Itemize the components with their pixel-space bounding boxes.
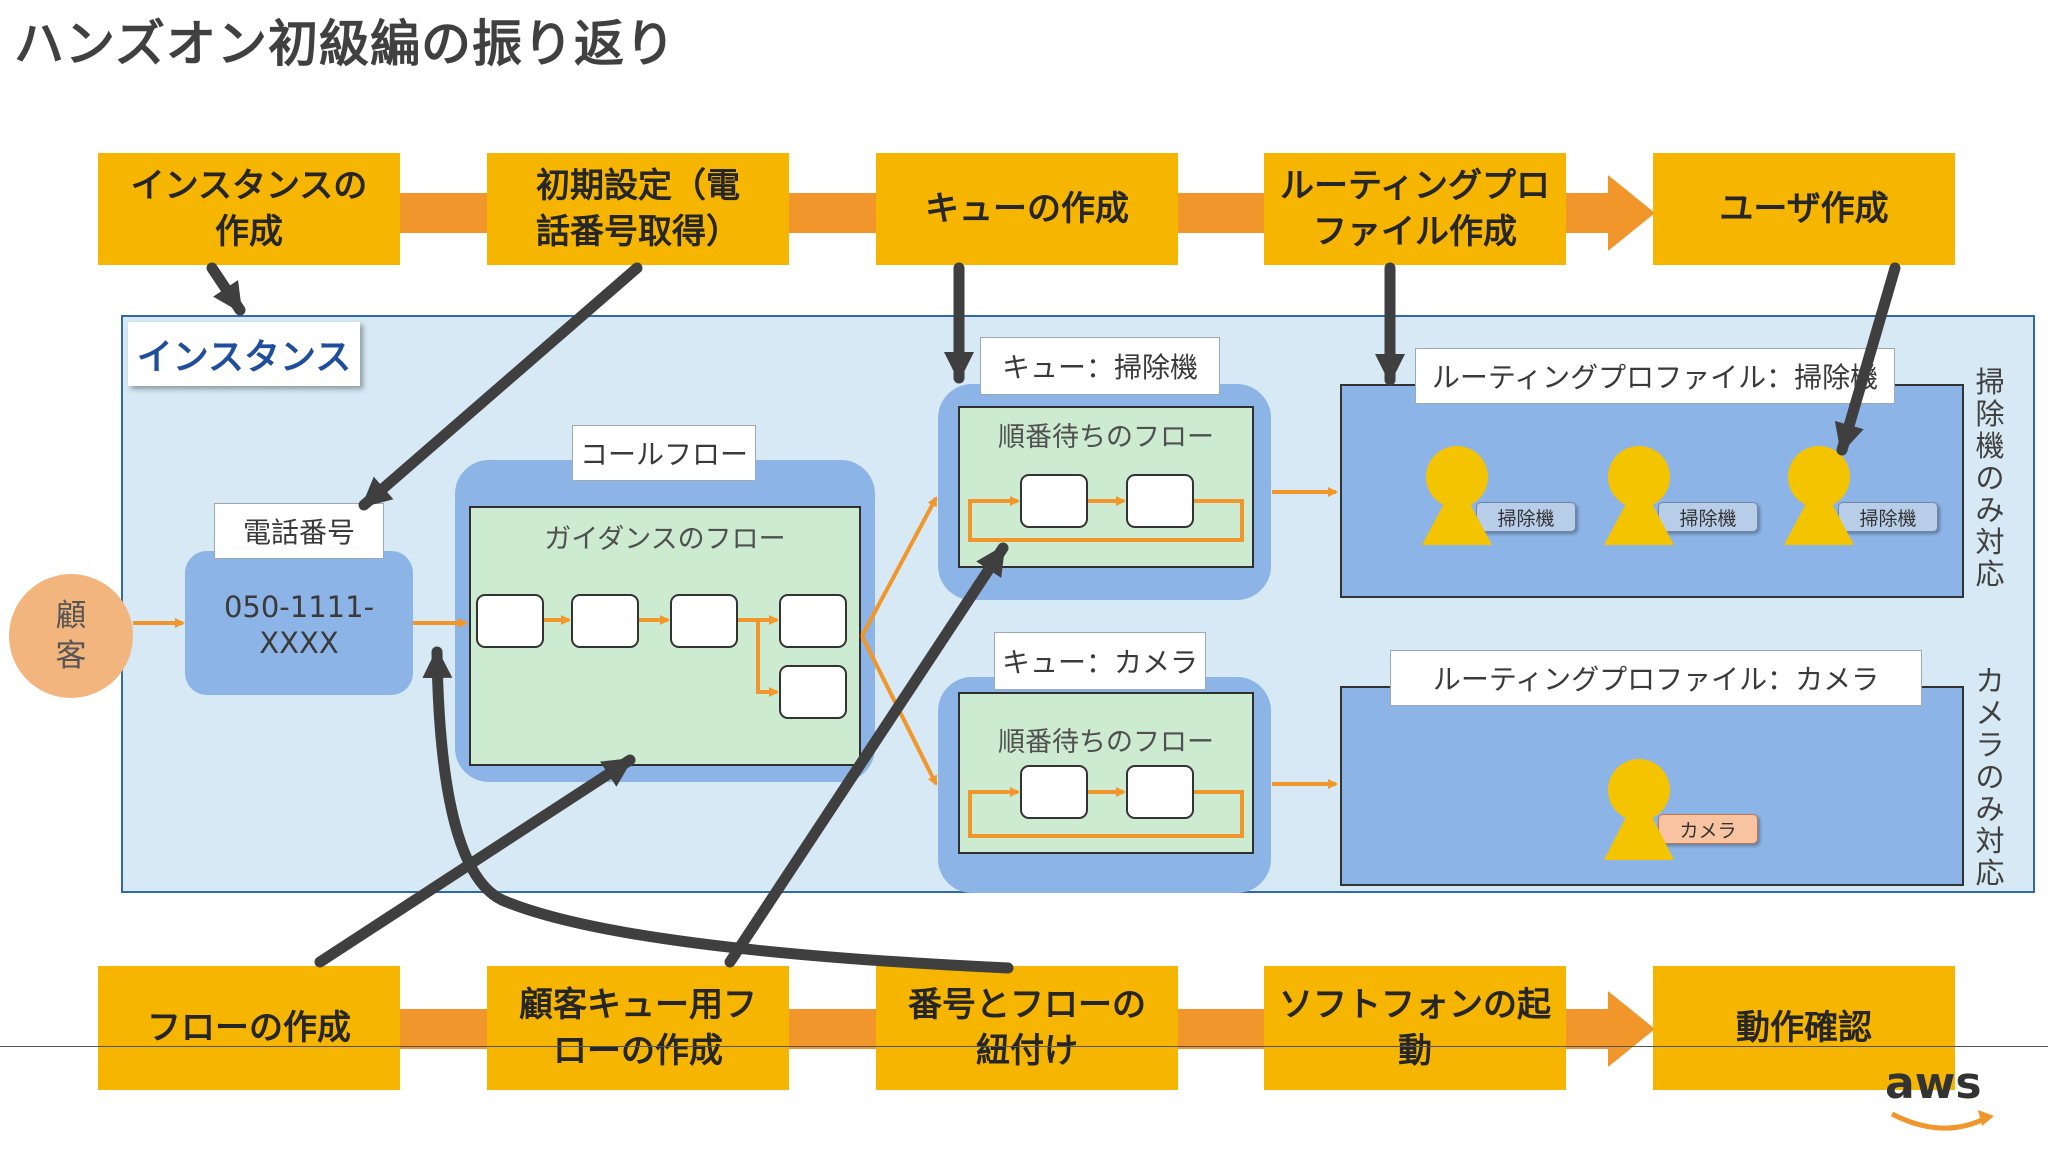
aws-logo-text: aws xyxy=(1885,1058,1982,1109)
step-arrow xyxy=(1834,262,1901,456)
wait-loop xyxy=(968,496,1244,542)
step-arrow xyxy=(724,542,1009,968)
phone-line: 050-1111- xyxy=(223,590,375,624)
step-line: ファイル作成 xyxy=(1313,212,1517,252)
phone-number-value: 050-1111- XXXX xyxy=(185,589,413,661)
step-launch-softphone: ソフトフォンの起動 xyxy=(1264,966,1566,1090)
flow-block xyxy=(779,594,847,648)
flow-block xyxy=(1126,474,1194,528)
flow-block xyxy=(670,594,738,648)
aws-smile-icon xyxy=(1890,1110,1994,1131)
step-arrow xyxy=(358,262,643,511)
footer-rule xyxy=(0,1046,2048,1047)
agent-person-icon xyxy=(1604,759,1674,860)
queue-cleaner-label: キュー：掃除機 xyxy=(980,337,1220,395)
step-arrow xyxy=(422,646,1014,974)
routing-profile-camera-label: ルーティングプロファイル：カメラ xyxy=(1390,650,1922,706)
step-line: 動作確認 xyxy=(1736,1008,1872,1048)
step-create-queue-flow: 顧客キュー用フローの作成 xyxy=(487,966,789,1090)
step-line: インスタンスの xyxy=(130,166,368,206)
step-link-number-flow: 番号とフローの紐付け xyxy=(876,966,1178,1090)
agent-person-icon xyxy=(1422,446,1492,545)
customer-circle: 顧客 xyxy=(9,574,133,698)
page-title: ハンズオン初級編の振り返り xyxy=(14,15,676,73)
step-create-instance: インスタンスの作成 xyxy=(98,153,400,265)
step-initial-setup: 初期設定（電話番号取得） xyxy=(487,153,789,265)
routing-profile-cleaner-label: ルーティングプロファイル：掃除機 xyxy=(1415,348,1895,404)
flow-link xyxy=(756,620,779,697)
flow-block xyxy=(1020,474,1088,528)
flow-block xyxy=(1020,765,1088,819)
phone-number-label: 電話番号 xyxy=(214,503,384,559)
customer-line: 客 xyxy=(55,638,87,674)
step-line: 動 xyxy=(1398,1031,1432,1071)
guidance-flow-label: ガイダンスのフロー xyxy=(544,524,786,555)
flow-block xyxy=(476,594,544,648)
agent-skill-tag: 掃除機 xyxy=(1476,502,1576,532)
queue-cleaner-wait-label: 順番待ちのフロー xyxy=(998,422,1214,453)
customer-line: 顧 xyxy=(55,598,87,634)
step-line: 初期設定（電 xyxy=(536,166,740,206)
queue-camera-wait-label: 順番待ちのフロー xyxy=(998,727,1214,758)
step-line: フローの作成 xyxy=(147,1008,351,1048)
queue-camera-label: キュー：カメラ xyxy=(994,632,1206,690)
step-create-queue: キューの作成 xyxy=(876,153,1178,265)
step-line: キューの作成 xyxy=(925,189,1129,229)
agent-person-icon xyxy=(1604,446,1674,545)
wait-loop xyxy=(968,787,1244,838)
phone-line: XXXX xyxy=(259,626,339,660)
cleaner-only-note: 掃除機のみ対応 xyxy=(1975,365,2005,591)
step-arrow xyxy=(314,754,636,968)
camera-only-note: カメラのみ対応 xyxy=(1975,664,2005,890)
agent-skill-tag: カメラ xyxy=(1658,814,1758,844)
step-line: ルーティングプロ xyxy=(1280,166,1550,206)
call-flow-label: コールフロー xyxy=(572,425,756,481)
step-arrow xyxy=(206,262,246,316)
step-line: 話番号取得） xyxy=(536,212,740,252)
step-verify-operation: 動作確認 xyxy=(1653,966,1955,1090)
step-line: ユーザ作成 xyxy=(1719,189,1889,229)
step-create-routing-profile: ルーティングプロファイル作成 xyxy=(1264,153,1566,265)
flow-block xyxy=(571,594,639,648)
step-create-user: ユーザ作成 xyxy=(1653,153,1955,265)
flow-block xyxy=(1126,765,1194,819)
instance-label: インスタンス xyxy=(128,322,360,386)
step-line: 番号とフローの xyxy=(908,985,1146,1025)
callflow-to-cleaner-queue xyxy=(860,496,938,637)
agent-skill-tag: 掃除機 xyxy=(1838,502,1938,532)
flow-block xyxy=(779,665,847,719)
agent-person-icon xyxy=(1784,446,1854,545)
step-line: 顧客キュー用フ xyxy=(519,985,757,1025)
phone-number-box xyxy=(185,551,413,695)
queue-camera-wait-flow xyxy=(958,692,1254,854)
step-line: 紐付け xyxy=(976,1031,1078,1071)
step-create-flow: フローの作成 xyxy=(98,966,400,1090)
step-line: 作成 xyxy=(215,212,283,252)
step-line: ローの作成 xyxy=(553,1031,723,1071)
step-line: ソフトフォンの起 xyxy=(1279,985,1551,1025)
